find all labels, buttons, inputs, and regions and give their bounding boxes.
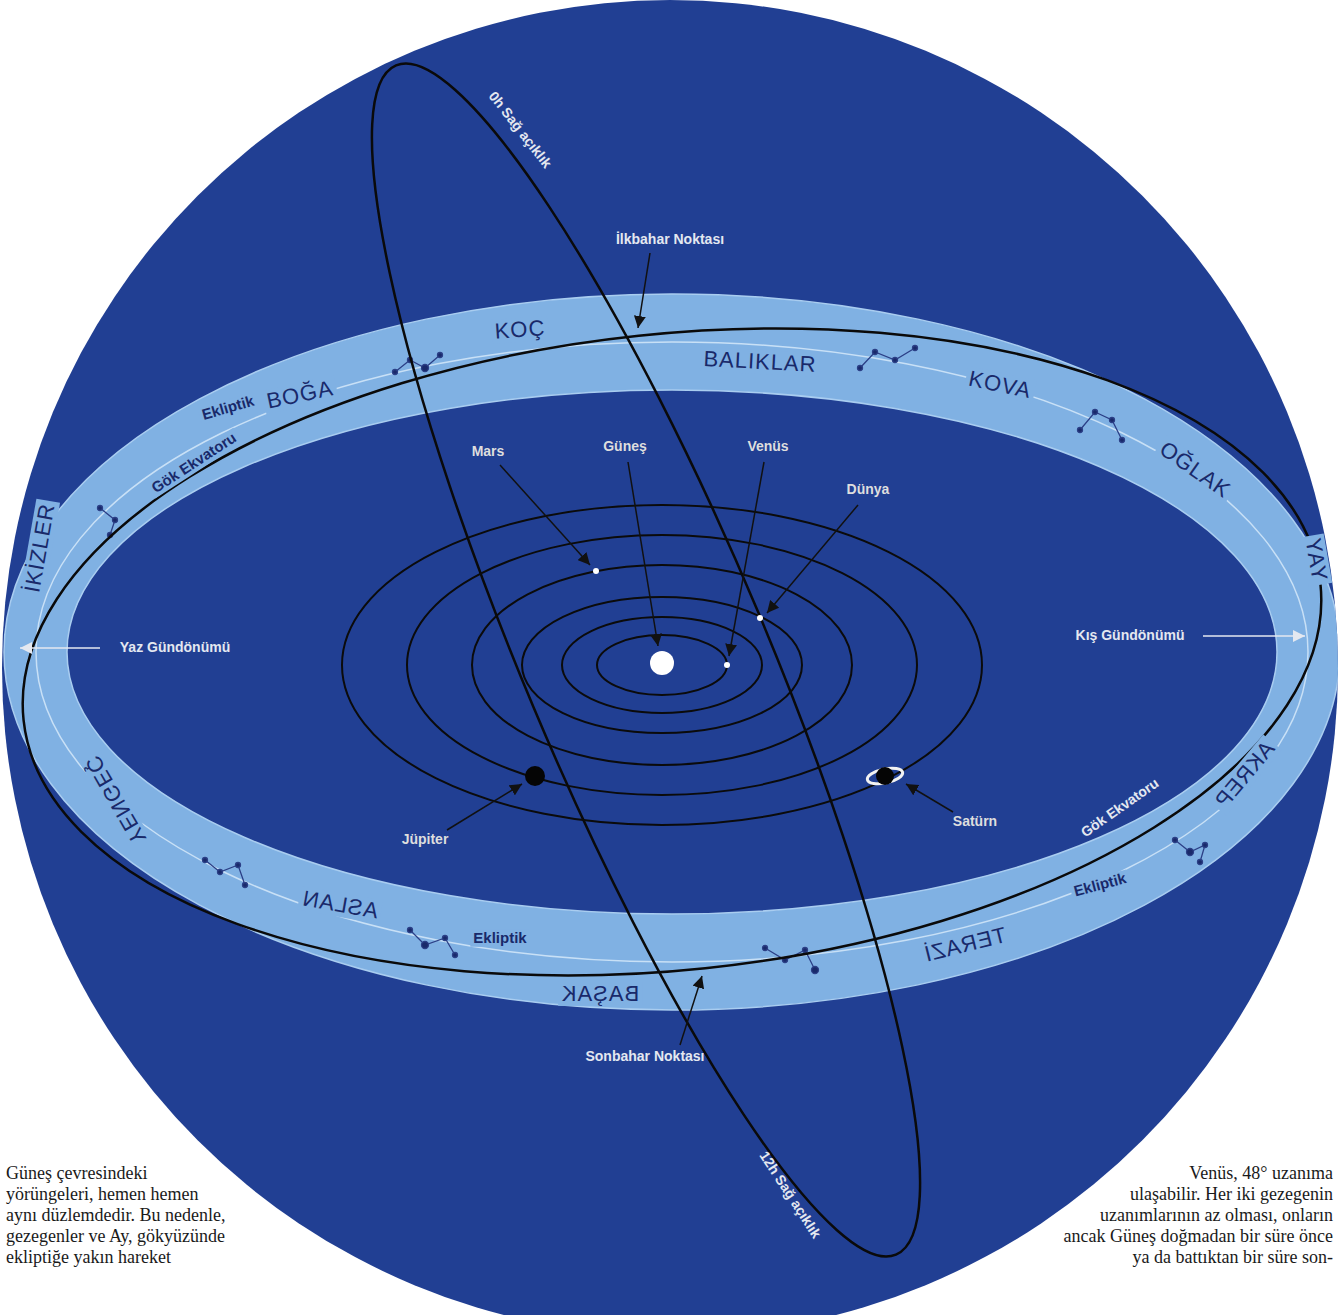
mars bbox=[593, 568, 599, 574]
constellation-figure bbox=[1175, 840, 1205, 862]
earth bbox=[757, 615, 763, 621]
planet-label: Venüs bbox=[747, 439, 788, 454]
orbit bbox=[522, 597, 802, 733]
body-text-block: Güneş çevresindeki yörüngeleri, hemen he… bbox=[6, 1163, 670, 1315]
leader-line bbox=[447, 784, 522, 830]
leader-line bbox=[906, 784, 953, 812]
constellation-name: YAY bbox=[1300, 533, 1332, 586]
leader-line bbox=[680, 976, 702, 1045]
saturn-ring bbox=[866, 765, 904, 786]
equator-label: Gök Ekvatoru bbox=[146, 428, 242, 498]
orbit bbox=[342, 505, 982, 825]
jupiter bbox=[525, 766, 545, 786]
constellation-name: BALIKLAR bbox=[700, 347, 820, 377]
constellation-figure bbox=[410, 930, 455, 955]
constellation-figures bbox=[98, 346, 1208, 974]
constellation-name: ASLAN bbox=[297, 886, 383, 924]
point-label: Sonbahar Noktası bbox=[585, 1049, 704, 1064]
constellation-name: İKİZLER bbox=[20, 499, 61, 598]
constellation-figure bbox=[395, 355, 440, 372]
ecliptic-label: Ekliptik bbox=[197, 392, 259, 424]
orbit bbox=[562, 617, 762, 713]
leader-line bbox=[729, 462, 764, 656]
ecliptic-label: Ekliptik bbox=[1069, 869, 1131, 900]
leader-line bbox=[20, 647, 100, 649]
planet-label: Satürn bbox=[953, 814, 997, 829]
body-text: Venüs, 48° uzanıma ulaşabilir. Her iki g… bbox=[1064, 1163, 1333, 1267]
leader-line bbox=[1203, 635, 1305, 637]
constellation-name: TERAZİ bbox=[918, 922, 1011, 967]
constellation-name: OĞLAK bbox=[1153, 435, 1238, 505]
planet-orbits bbox=[342, 505, 982, 825]
leader-line bbox=[767, 505, 858, 613]
saturn bbox=[876, 767, 894, 785]
ecliptic-line bbox=[36, 342, 1308, 962]
leader-line bbox=[628, 462, 658, 646]
constellation-figure bbox=[1080, 412, 1122, 440]
right-ascension-label: 12h Sağ açıklık bbox=[756, 1149, 824, 1242]
body-text: Güneş çevresindeki yörüngeleri, hemen he… bbox=[6, 1163, 225, 1267]
venus bbox=[724, 662, 730, 668]
constellation-name: BAŞAK bbox=[558, 982, 642, 1006]
band-edge bbox=[67, 390, 1277, 914]
constellation-name: BOĞA bbox=[262, 376, 339, 415]
point-label: İlkbahar Noktası bbox=[616, 232, 724, 247]
leader-line bbox=[500, 465, 590, 565]
constellation-figure bbox=[205, 860, 245, 885]
body-text-block: Venüs, 48° uzanıma ulaşabilir. Her iki g… bbox=[670, 1163, 1333, 1315]
zodiac-band bbox=[4, 294, 1339, 1010]
solstice-label: Yaz Gündönümü bbox=[120, 640, 230, 655]
band-edge bbox=[4, 294, 1339, 1010]
constellation-name: KOVA bbox=[963, 366, 1036, 404]
equator-label: Gök Ekvatoru bbox=[1078, 776, 1161, 841]
orbit bbox=[472, 565, 852, 765]
planet-label: Jüpiter bbox=[402, 832, 449, 847]
right-ascension-circle bbox=[284, 18, 1009, 1302]
leader-line bbox=[638, 253, 650, 328]
leader-lines bbox=[447, 253, 953, 1045]
solstice-label: Kış Gündönümü bbox=[1076, 628, 1185, 643]
sphere-content bbox=[0, 18, 1339, 1302]
orbit bbox=[597, 635, 727, 695]
constellation-name: KOÇ bbox=[491, 316, 549, 344]
planet-label: Mars bbox=[472, 444, 505, 459]
constellation-name: YENGEÇ bbox=[78, 749, 151, 852]
planet-label: Güneş bbox=[603, 439, 647, 454]
orbit bbox=[407, 535, 917, 795]
right-ascension-label: 0h Sağ açıklık bbox=[485, 89, 554, 171]
constellation-figure bbox=[860, 348, 915, 368]
ecliptic-label: Ekliptik bbox=[470, 930, 529, 947]
celestial-equator bbox=[0, 268, 1339, 1037]
constellation-name: AKREP bbox=[1208, 734, 1282, 815]
planet-label: Dünya bbox=[847, 482, 890, 497]
sun bbox=[650, 651, 674, 675]
